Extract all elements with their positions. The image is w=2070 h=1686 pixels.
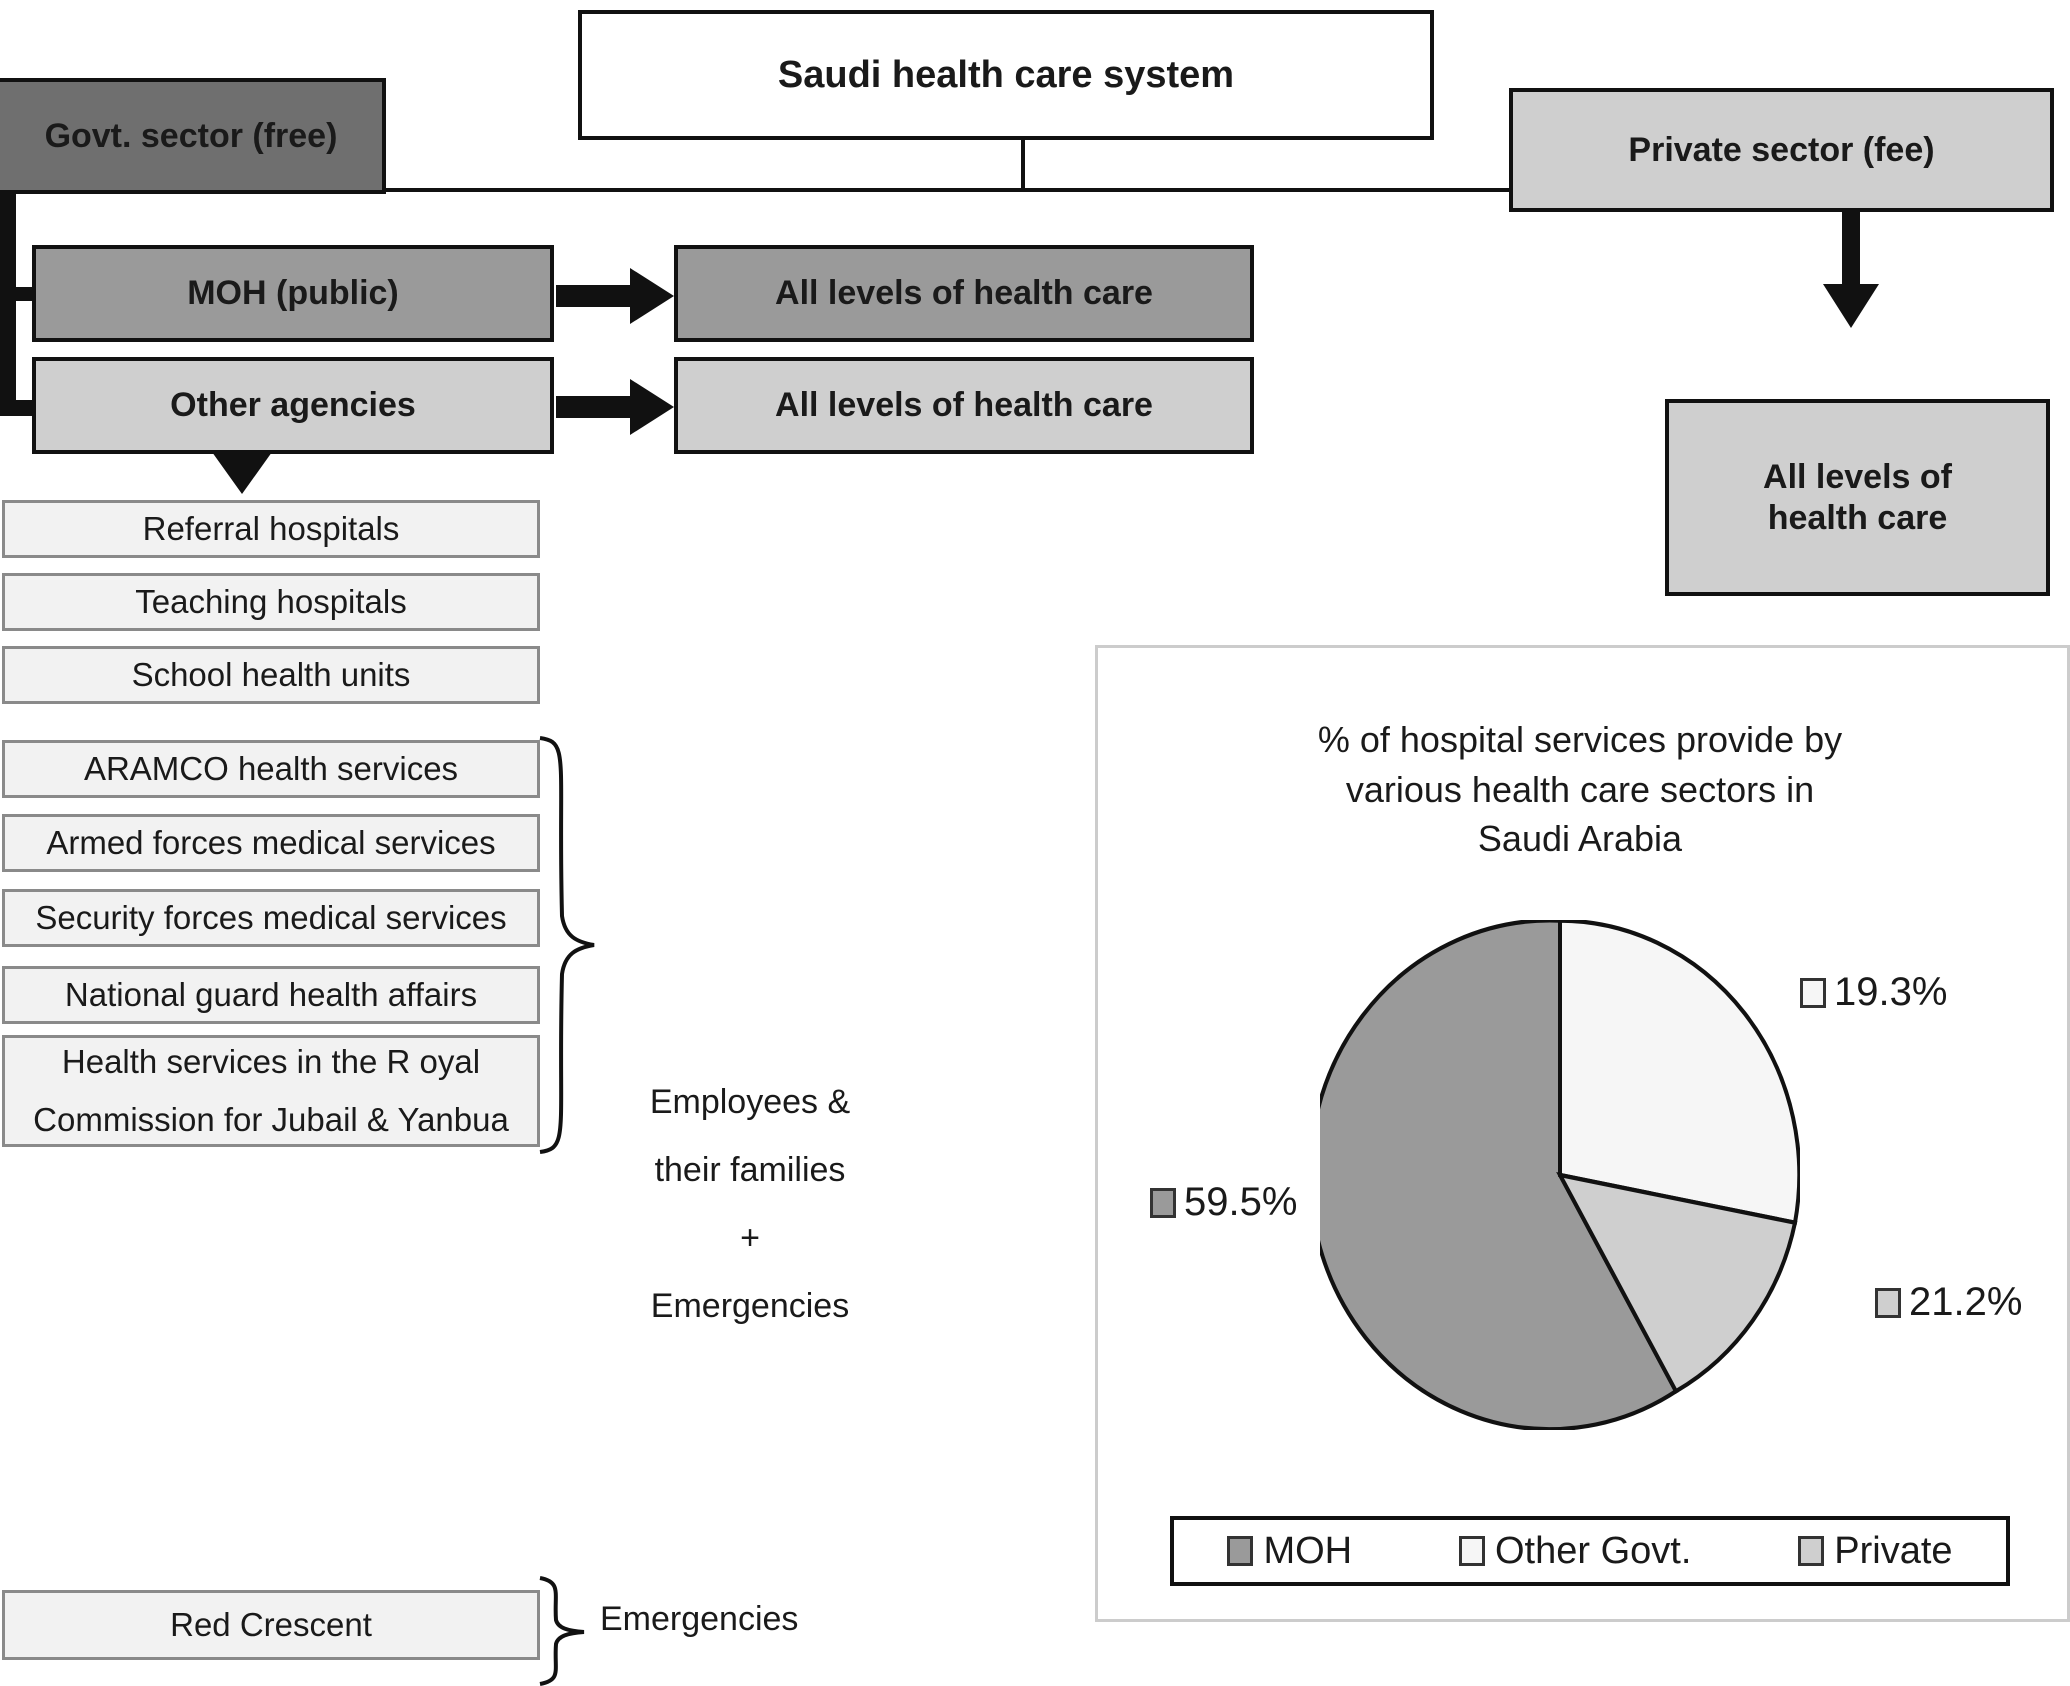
list-item-label: Referral hospitals xyxy=(142,509,400,547)
list-item-red-crescent: Red Crescent xyxy=(2,1590,540,1660)
pie-label-private: 21.2% xyxy=(1875,1280,2022,1325)
node-moh-all-levels: All levels of health care xyxy=(674,245,1254,342)
pie-label-moh: 59.5% xyxy=(1150,1180,1297,1225)
node-other-all-levels: All levels of health care xyxy=(674,357,1254,454)
chart-title-line-3: Saudi Arabia xyxy=(1477,818,1683,860)
legend-swatch-private xyxy=(1798,1536,1825,1566)
list-item-teaching-hospitals: Teaching hospitals xyxy=(2,573,540,631)
brace-note-agencies: Employees & their families + Emergencies xyxy=(600,1068,900,1340)
node-label-line1: All levels of xyxy=(1763,458,1952,497)
arrow-down-icon xyxy=(1823,284,1879,328)
pie-label-swatch-private xyxy=(1875,1287,1901,1318)
list-item-label: National guard health affairs xyxy=(64,975,478,1013)
node-label: Private sector (fee) xyxy=(1628,130,1935,169)
brace-note-line3: Emergencies xyxy=(650,1287,850,1325)
brace-note-line2: their families xyxy=(654,1151,846,1189)
list-item-label: Red Crescent xyxy=(170,1605,372,1643)
list-item-security-forces-medical-services: Security forces medical services xyxy=(2,889,540,947)
node-other-agencies: Other agencies xyxy=(32,357,554,454)
brace-note-plus: + xyxy=(740,1219,760,1257)
list-item-armed-forces-medical-services: Armed forces medical services xyxy=(2,814,540,872)
chart-title: % of hospital services provide by variou… xyxy=(1160,715,2000,864)
node-label: All levels of health care xyxy=(775,274,1153,313)
pie-label-value: 59.5% xyxy=(1184,1180,1298,1224)
pie-label-value: 21.2% xyxy=(1909,1280,2023,1324)
brace-note-red-crescent: Emergencies xyxy=(600,1600,798,1639)
arrow-right-icon xyxy=(630,268,674,324)
connector-moh-arrow-shaft xyxy=(556,285,634,307)
node-label: Govt. sector (free) xyxy=(44,116,338,155)
connector-govt-spine xyxy=(0,194,16,416)
arrow-down-icon xyxy=(212,452,272,494)
node-private-all-levels: All levels of health care xyxy=(1665,399,2050,596)
legend-label: MOH xyxy=(1263,1529,1353,1572)
node-govt-sector: Govt. sector (free) xyxy=(0,78,386,194)
node-label: All levels of health care xyxy=(775,386,1153,425)
node-private-sector: Private sector (fee) xyxy=(1509,88,2054,212)
node-label-line2: health care xyxy=(1767,498,1948,537)
list-item-label: School health units xyxy=(131,655,411,693)
list-item-label: ARAMCO health services xyxy=(83,749,459,787)
connector-private-down-shaft xyxy=(1842,212,1860,300)
list-item-aramco-health-services: ARAMCO health services xyxy=(2,740,540,798)
legend-swatch-other-govt xyxy=(1458,1536,1485,1566)
brace-agencies-icon xyxy=(539,736,595,1154)
list-item-label-line1: Health services in the R oyal xyxy=(61,1043,481,1081)
pie-label-value: 19.3% xyxy=(1834,970,1948,1014)
pie-chart xyxy=(1320,920,1800,1430)
list-item-national-guard-health-affairs: National guard health affairs xyxy=(2,966,540,1024)
legend-item-other-govt: Other Govt. xyxy=(1458,1529,1692,1573)
connector-other-arrow-shaft xyxy=(556,396,634,418)
node-label: Other agencies xyxy=(170,386,416,425)
node-label: MOH (public) xyxy=(187,274,399,313)
legend-item-private: Private xyxy=(1798,1529,1953,1573)
connector-horizontal-bus xyxy=(381,188,1513,192)
node-label: Saudi health care system xyxy=(777,53,1235,96)
brace-red-crescent-icon xyxy=(539,1576,585,1686)
list-item-label: Security forces medical services xyxy=(35,898,507,936)
legend-label: Other Govt. xyxy=(1494,1529,1692,1572)
list-item-label: Armed forces medical services xyxy=(46,823,496,861)
brace-note-line1: Employees & xyxy=(649,1083,851,1121)
chart-legend: MOH Other Govt. Private xyxy=(1170,1516,2010,1586)
list-item-referral-hospitals: Referral hospitals xyxy=(2,500,540,558)
arrow-right-icon xyxy=(630,379,674,435)
pie-label-swatch-moh xyxy=(1150,1187,1176,1218)
legend-item-moh: MOH xyxy=(1227,1530,1352,1573)
list-item-label-line2: Commission for Jubail & Yanbua xyxy=(33,1101,509,1138)
list-item-label: Teaching hospitals xyxy=(135,582,407,620)
legend-label: Private xyxy=(1834,1529,1953,1572)
list-item-royal-commission-health-services: Health services in the R oyal Commission… xyxy=(2,1035,540,1147)
connector-root-drop xyxy=(1021,140,1025,190)
list-item-school-health-units: School health units xyxy=(2,646,540,704)
node-moh-public: MOH (public) xyxy=(32,245,554,342)
chart-title-line-2: various health care sectors in xyxy=(1345,768,1815,810)
legend-swatch-moh xyxy=(1227,1536,1254,1566)
chart-title-line-1: % of hospital services provide by xyxy=(1317,719,1843,760)
brace-note-label: Emergencies xyxy=(600,1600,799,1638)
pie-label-other-govt: 19.3% xyxy=(1800,970,1947,1015)
pie-label-swatch-other-govt xyxy=(1800,977,1826,1008)
node-saudi-health-care-system: Saudi health care system xyxy=(578,10,1434,140)
